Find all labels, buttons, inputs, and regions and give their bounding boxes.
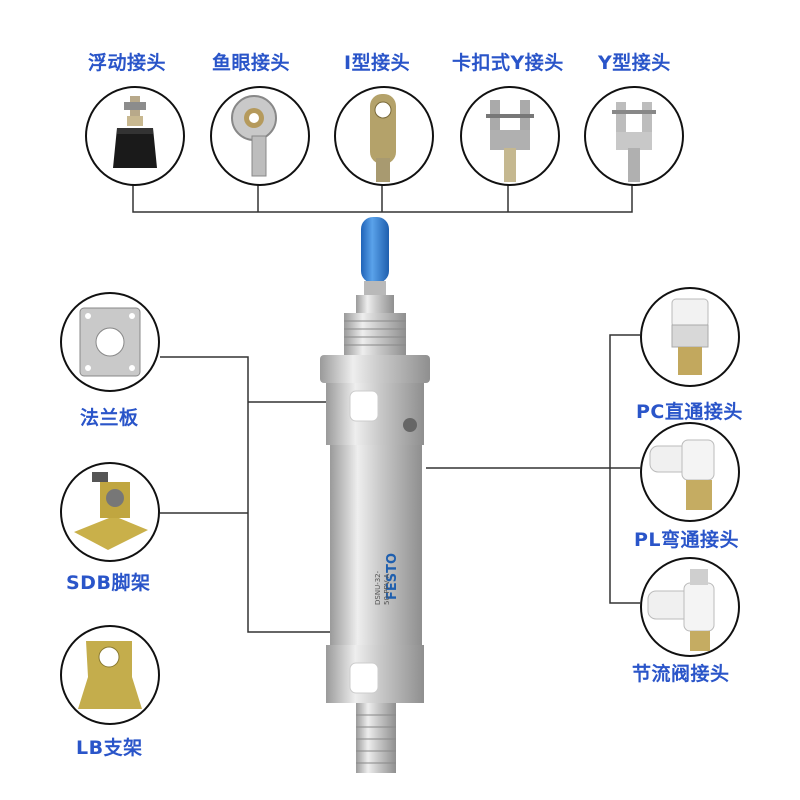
label-i-joint: I型接头 xyxy=(344,52,411,74)
pneumatic-cylinder-image: FESTO DSNU-32- 50-PPV-A xyxy=(320,217,430,773)
throttle-valve-fitting-image xyxy=(640,557,740,657)
model-line-2: 50-PPV-A xyxy=(383,573,391,605)
floating-joint-image xyxy=(85,86,185,186)
label-throttle-valve-fitting: 节流阀接头 xyxy=(632,663,730,685)
brand-logo-text: FESTO xyxy=(385,553,400,600)
label-pc-straight-fitting: PC直通接头 xyxy=(636,401,743,423)
pc-straight-fitting-image xyxy=(640,287,740,387)
label-y-joint: Y型接头 xyxy=(598,52,671,74)
label-rod-end-joint: 鱼眼接头 xyxy=(212,52,291,74)
flange-plate-image xyxy=(60,292,160,392)
label-sdb-bracket: SDB脚架 xyxy=(66,572,151,594)
sdb-bracket-image xyxy=(60,462,160,562)
label-lb-bracket: LB支架 xyxy=(76,737,143,759)
label-flange-plate: 法兰板 xyxy=(80,407,139,429)
i-joint-image xyxy=(334,86,434,186)
label-pl-elbow-fitting: PL弯通接头 xyxy=(634,529,740,551)
model-line-1: DSNU-32- xyxy=(374,570,382,605)
label-floating-joint: 浮动接头 xyxy=(88,52,167,74)
pl-elbow-fitting-image xyxy=(640,422,740,522)
rod-end-joint-image xyxy=(210,86,310,186)
clip-y-joint-image xyxy=(460,86,560,186)
label-clip-y-joint: 卡扣式Y接头 xyxy=(452,52,564,74)
lb-bracket-image xyxy=(60,625,160,725)
y-joint-image xyxy=(584,86,684,186)
